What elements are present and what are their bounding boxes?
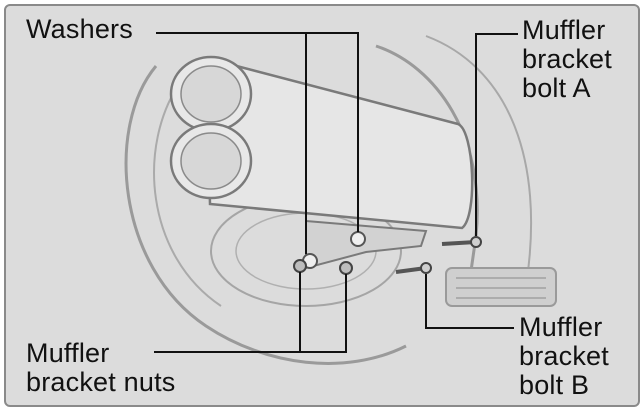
muffler-bracket-bolt-a-label: Muffler bracket bolt A xyxy=(522,15,612,103)
frame-rail-2 xyxy=(425,35,533,287)
leader-lines xyxy=(154,32,518,353)
muffler-illustration xyxy=(124,32,557,365)
leader-nuts-2 xyxy=(300,274,347,353)
nut-right xyxy=(339,261,353,275)
diagram-frame: Washers Muffler bracket bolt A Muffler b… xyxy=(4,4,640,407)
washer-right xyxy=(350,231,366,247)
footrest xyxy=(445,267,557,307)
muffler-bracket xyxy=(305,219,428,270)
washers-label: Washers xyxy=(26,14,133,44)
leader-bolt-a xyxy=(475,33,518,236)
leader-bolt-b xyxy=(425,274,514,329)
muffler-bracket-nuts-label: Muffler bracket nuts xyxy=(26,338,176,397)
frame-rail xyxy=(375,44,479,307)
wheel-outline xyxy=(124,65,407,365)
wheel-inner-outline xyxy=(153,80,222,307)
muffler-body xyxy=(204,56,474,230)
nut-left xyxy=(293,259,307,273)
leader-washers-2 xyxy=(306,32,359,232)
muffler-bracket-bolt-b-label: Muffler bracket bolt B xyxy=(519,312,609,400)
